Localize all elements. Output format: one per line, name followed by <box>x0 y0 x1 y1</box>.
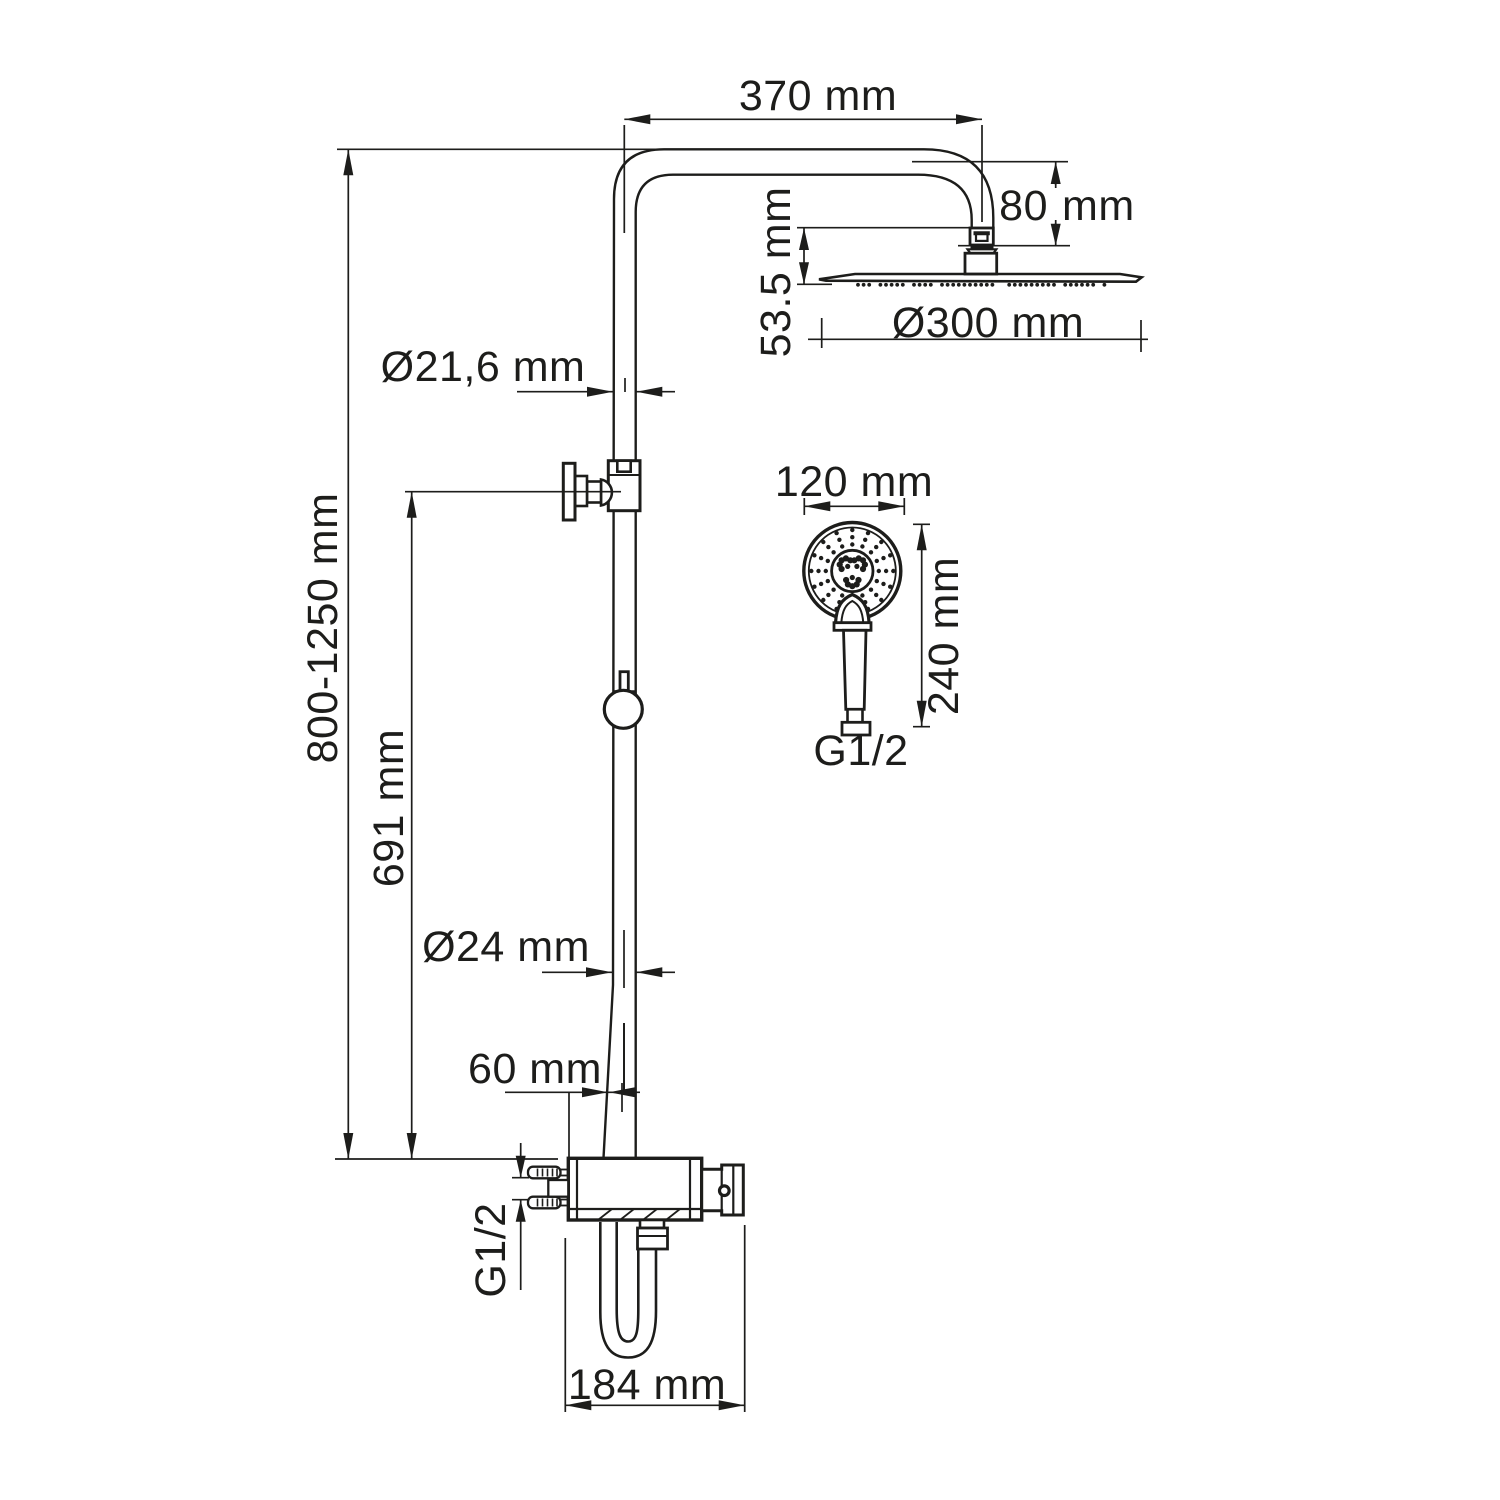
label-arm-length: 370 mm <box>739 72 897 120</box>
label-valve-width: 184 mm <box>568 1361 726 1409</box>
label-height-range: 800-1250 mm <box>299 493 347 764</box>
hose-inner <box>615 1222 640 1343</box>
handle-nut <box>840 720 872 737</box>
slider-tab <box>618 670 630 694</box>
label-mask <box>999 185 1133 223</box>
arm-connector <box>968 226 995 247</box>
riser-pipe-inner <box>634 173 973 1158</box>
shower-column <box>602 148 995 1159</box>
bracket-notch <box>615 459 632 474</box>
valve-bottom-hatch <box>597 1208 681 1221</box>
label-valve-offset: 60 mm <box>468 1045 602 1093</box>
label-upper-pipe-diameter: Ø21,6 mm <box>381 343 586 391</box>
inlet-top <box>526 1165 562 1180</box>
label-handshower-length: 240 mm <box>920 557 968 715</box>
label-head-drop: 53.5 mm <box>752 187 800 358</box>
head-nozzles <box>856 282 1107 287</box>
hose-outer <box>599 1222 658 1359</box>
dimension-lines <box>335 114 1148 1412</box>
label-handshower-thread: G1/2 <box>813 727 908 775</box>
valve-inlets <box>526 1165 570 1210</box>
head-plate <box>818 272 1145 284</box>
riser-pipe-outer <box>602 148 995 1159</box>
shower-hose <box>599 1222 658 1359</box>
thermostatic-valve <box>526 1156 745 1251</box>
handle-connector <box>846 707 864 724</box>
handshower-neck-inner <box>840 599 865 624</box>
slider-ring <box>602 688 644 730</box>
inlet-bottom <box>526 1195 562 1210</box>
valve-handle-screw <box>717 1184 731 1198</box>
label-bracket-height: 691 mm <box>365 729 413 887</box>
dimension-labels: 370 mm 80 mm Ø300 mm Ø21,6 mm Ø24 mm 60 … <box>299 72 1135 1409</box>
label-head-offset-value: 80 <box>999 182 1048 230</box>
handshower-spray-blobs <box>836 555 869 590</box>
hand-shower <box>802 520 903 737</box>
label-handshower-diameter: 120 mm <box>775 458 933 506</box>
handshower-center-ring <box>830 548 875 594</box>
label-head-offset-unit: mm <box>1062 182 1135 230</box>
label-head-diameter: Ø300 mm <box>892 299 1084 347</box>
label-lower-pipe-diameter: Ø24 mm <box>422 923 590 971</box>
hose-nut <box>636 1226 669 1251</box>
valve-body <box>566 1156 704 1222</box>
head-stem <box>963 251 999 276</box>
ball-joint-band <box>970 244 994 250</box>
handle-body <box>842 628 868 711</box>
inlet-mid-block <box>547 1178 570 1198</box>
slide-holder <box>602 670 644 730</box>
label-valve-inlet-thread: G1/2 <box>467 1202 515 1297</box>
handshower-neck <box>833 592 871 625</box>
